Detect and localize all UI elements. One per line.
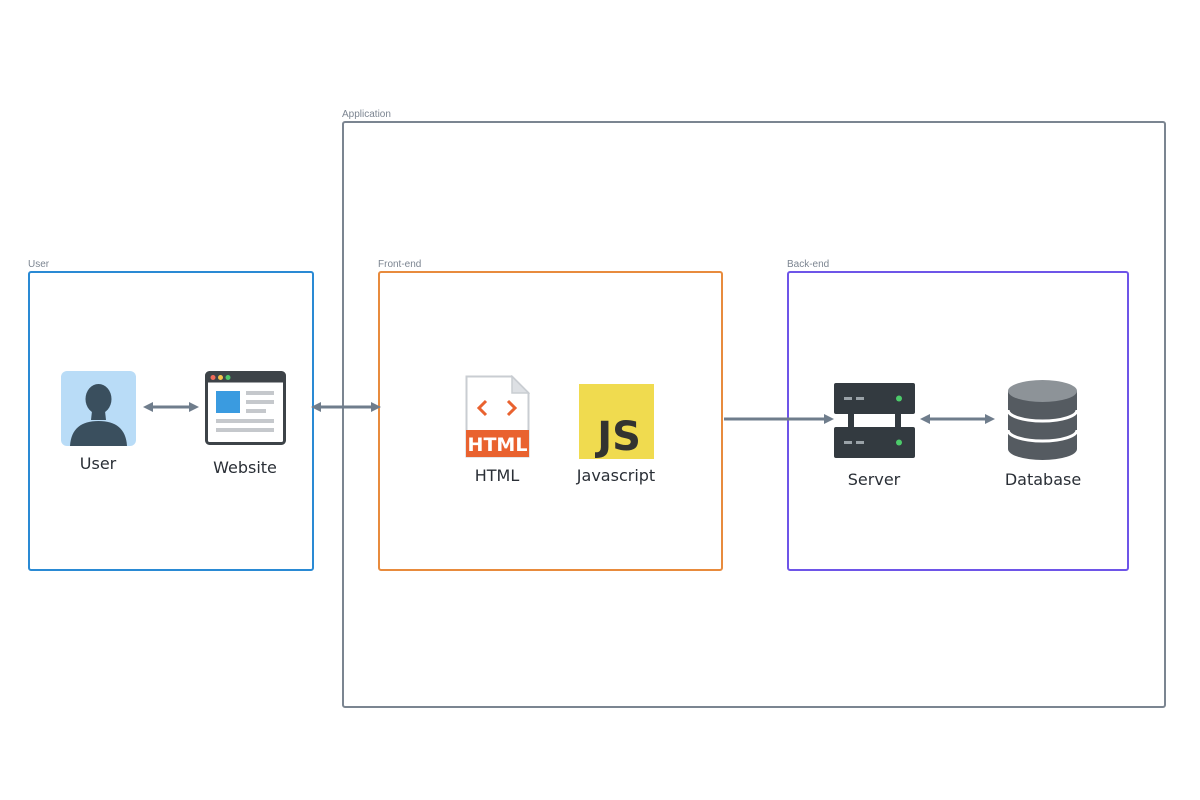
html-badge-text: HTML	[468, 434, 528, 456]
user-group[interactable]	[28, 271, 314, 571]
user-avatar-icon[interactable]	[61, 371, 136, 450]
website-label: Website	[213, 458, 277, 477]
javascript-logo-icon[interactable]: JS	[579, 384, 654, 463]
backend-group-caption: Back-end	[787, 259, 830, 270]
backend-group[interactable]	[787, 271, 1129, 571]
application-group-caption: Application	[342, 109, 391, 120]
application-group[interactable]	[342, 121, 1166, 708]
html-label: HTML	[474, 466, 520, 485]
html-file-icon[interactable]: HTML	[465, 374, 531, 462]
database-label: Database	[1004, 470, 1082, 489]
user-group-caption: User	[28, 259, 50, 270]
database-icon[interactable]	[1006, 380, 1079, 464]
frontend-group[interactable]	[378, 271, 723, 571]
server-label: Server	[847, 470, 901, 489]
browser-window-icon[interactable]	[205, 371, 286, 449]
frontend-group-caption: Front-end	[378, 259, 422, 270]
user-label: User	[79, 454, 117, 473]
javascript-label: Javascript	[576, 466, 656, 485]
javascript-badge-text: JS	[594, 414, 641, 459]
server-rack-icon[interactable]	[834, 383, 915, 462]
